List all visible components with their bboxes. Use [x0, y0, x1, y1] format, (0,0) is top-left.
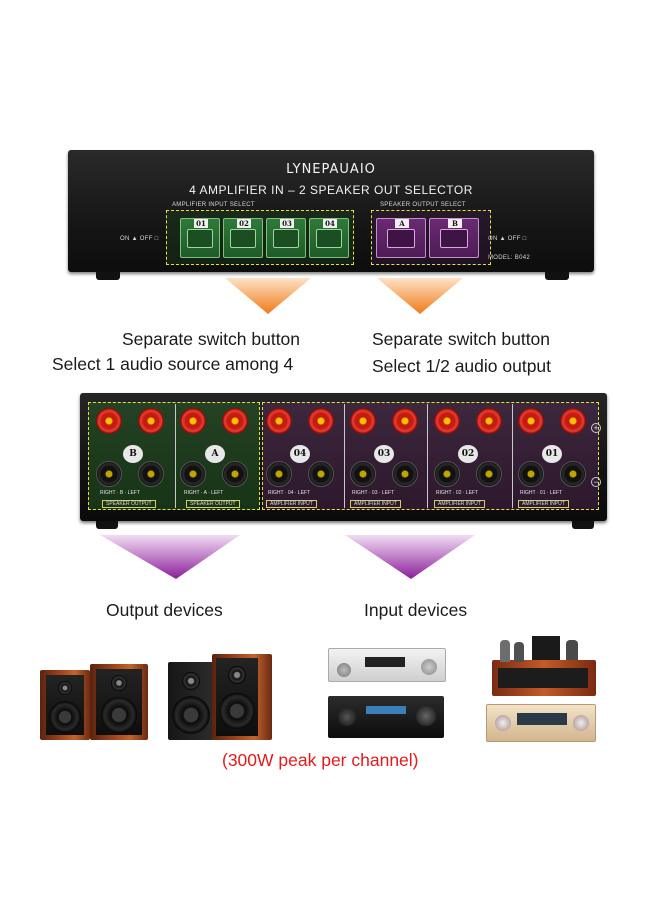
product-subtitle: 4 AMPLIFIER IN – 2 SPEAKER OUT SELECTOR	[189, 183, 473, 197]
speaker-a-right-red-post[interactable]	[180, 408, 206, 434]
switch-label: 03	[280, 219, 294, 228]
speaker-b-left-black-post[interactable]	[138, 461, 164, 487]
output-select-label: SPEAKER OUTPUT SELECT	[380, 202, 466, 208]
purple-down-arrow-icon	[100, 535, 240, 581]
bookshelf-speaker-image-left	[168, 662, 214, 740]
caption-output-desc: Select 1/2 audio output	[372, 356, 552, 376]
caption-output-title: Separate switch button	[372, 329, 551, 349]
amp-04-left-red-post[interactable]	[308, 408, 334, 434]
amp-04-badge: 04	[290, 445, 310, 463]
speaker-a-bottom-label: SPEAKER OUTPUT	[186, 500, 240, 508]
tube-amplifier-image	[492, 636, 596, 696]
front-panel: LYNEPAUAIO 4 AMPLIFIER IN – 2 SPEAKER OU…	[68, 150, 594, 272]
gold-receiver-image	[486, 704, 596, 742]
amp-02-right-red-post[interactable]	[434, 408, 460, 434]
amp-03-row-label: RIGHT · 03 · LEFT	[352, 490, 395, 496]
brand-logo: LYNEPAUAIO	[286, 162, 376, 177]
orange-down-arrow-icon	[377, 278, 463, 316]
power-label-right: ON ▲ OFF □	[488, 236, 527, 242]
speaker-b-right-red-post[interactable]	[96, 408, 122, 434]
amp-01-left-red-post[interactable]	[560, 408, 586, 434]
rear-panel: B RIGHT · B · LEFT SPEAKER OUTPUT A RIGH…	[80, 393, 607, 521]
output-switch-b[interactable]: B	[429, 218, 479, 258]
speaker-a-left-red-post[interactable]	[222, 408, 248, 434]
caption-input-title: Separate switch button	[122, 329, 301, 349]
amp-01-right-red-post[interactable]	[518, 408, 544, 434]
silver-amplifier-image	[328, 648, 446, 682]
speaker-b-row-label: RIGHT · B · LEFT	[100, 490, 140, 496]
power-label-left: ON ▲ OFF □	[120, 236, 159, 242]
amp-04-left-black-post[interactable]	[308, 461, 334, 487]
speaker-a-left-black-post[interactable]	[222, 461, 248, 487]
switch-label: 01	[194, 219, 208, 228]
speaker-a-row-label: RIGHT · A · LEFT	[184, 490, 224, 496]
amp-03-right-black-post[interactable]	[350, 461, 376, 487]
switch-label: A	[395, 219, 409, 228]
amp-01-row-label: RIGHT · 01 · LEFT	[520, 490, 563, 496]
amp-04-right-black-post[interactable]	[266, 461, 292, 487]
input-switch-02[interactable]: 02	[223, 218, 263, 258]
speaker-b-badge: B	[123, 445, 143, 463]
speaker-b-right-black-post[interactable]	[96, 461, 122, 487]
input-devices-label: Input devices	[364, 600, 468, 620]
switch-label: 04	[323, 219, 337, 228]
input-select-label: AMPLIFIER INPUT SELECT	[172, 202, 255, 208]
front-foot-left	[96, 272, 120, 280]
output-switch-a[interactable]: A	[376, 218, 426, 258]
caption-input-desc: Select 1 audio source among 4	[52, 354, 294, 374]
purple-down-arrow-icon	[345, 535, 475, 581]
front-foot-right	[545, 272, 569, 280]
black-receiver-image	[328, 696, 444, 738]
amp-04-right-red-post[interactable]	[266, 408, 292, 434]
amp-01-bottom-label: AMPLIFIER INPUT	[518, 500, 569, 508]
plus-sign-icon: +	[591, 423, 601, 433]
speaker-a-badge: A	[205, 445, 225, 463]
input-switch-04[interactable]: 04	[309, 218, 349, 258]
input-switch-03[interactable]: 03	[266, 218, 306, 258]
speaker-a-right-black-post[interactable]	[180, 461, 206, 487]
amp-01-right-black-post[interactable]	[518, 461, 544, 487]
bookshelf-speaker-image-right	[212, 654, 272, 740]
amp-02-right-black-post[interactable]	[434, 461, 460, 487]
amp-03-right-red-post[interactable]	[350, 408, 376, 434]
amp-02-row-label: RIGHT · 02 · LEFT	[436, 490, 479, 496]
speaker-image-right	[90, 664, 148, 740]
speaker-image-left	[40, 670, 90, 740]
amp-03-badge: 03	[374, 445, 394, 463]
amp-02-bottom-label: AMPLIFIER INPUT	[434, 500, 485, 508]
rear-foot-left	[96, 521, 118, 529]
model-label: MODEL: B042	[488, 255, 530, 261]
amp-02-badge: 02	[458, 445, 478, 463]
switch-label: 02	[237, 219, 251, 228]
output-devices-label: Output devices	[106, 600, 223, 620]
rear-foot-right	[572, 521, 594, 529]
power-note: (300W peak per channel)	[222, 750, 419, 770]
speaker-b-left-red-post[interactable]	[138, 408, 164, 434]
amp-01-left-black-post[interactable]	[560, 461, 586, 487]
switch-label: B	[448, 219, 462, 228]
amp-02-left-red-post[interactable]	[476, 408, 502, 434]
minus-sign-icon: −	[591, 477, 601, 487]
speaker-b-bottom-label: SPEAKER OUTPUT	[102, 500, 156, 508]
amp-03-left-red-post[interactable]	[392, 408, 418, 434]
amp-02-left-black-post[interactable]	[476, 461, 502, 487]
orange-down-arrow-icon	[225, 278, 311, 316]
input-switch-01[interactable]: 01	[180, 218, 220, 258]
amp-03-left-black-post[interactable]	[392, 461, 418, 487]
amp-04-bottom-label: AMPLIFIER INPUT	[266, 500, 317, 508]
amp-01-badge: 01	[542, 445, 562, 463]
amp-03-bottom-label: AMPLIFIER INPUT	[350, 500, 401, 508]
amp-04-row-label: RIGHT · 04 · LEFT	[268, 490, 311, 496]
